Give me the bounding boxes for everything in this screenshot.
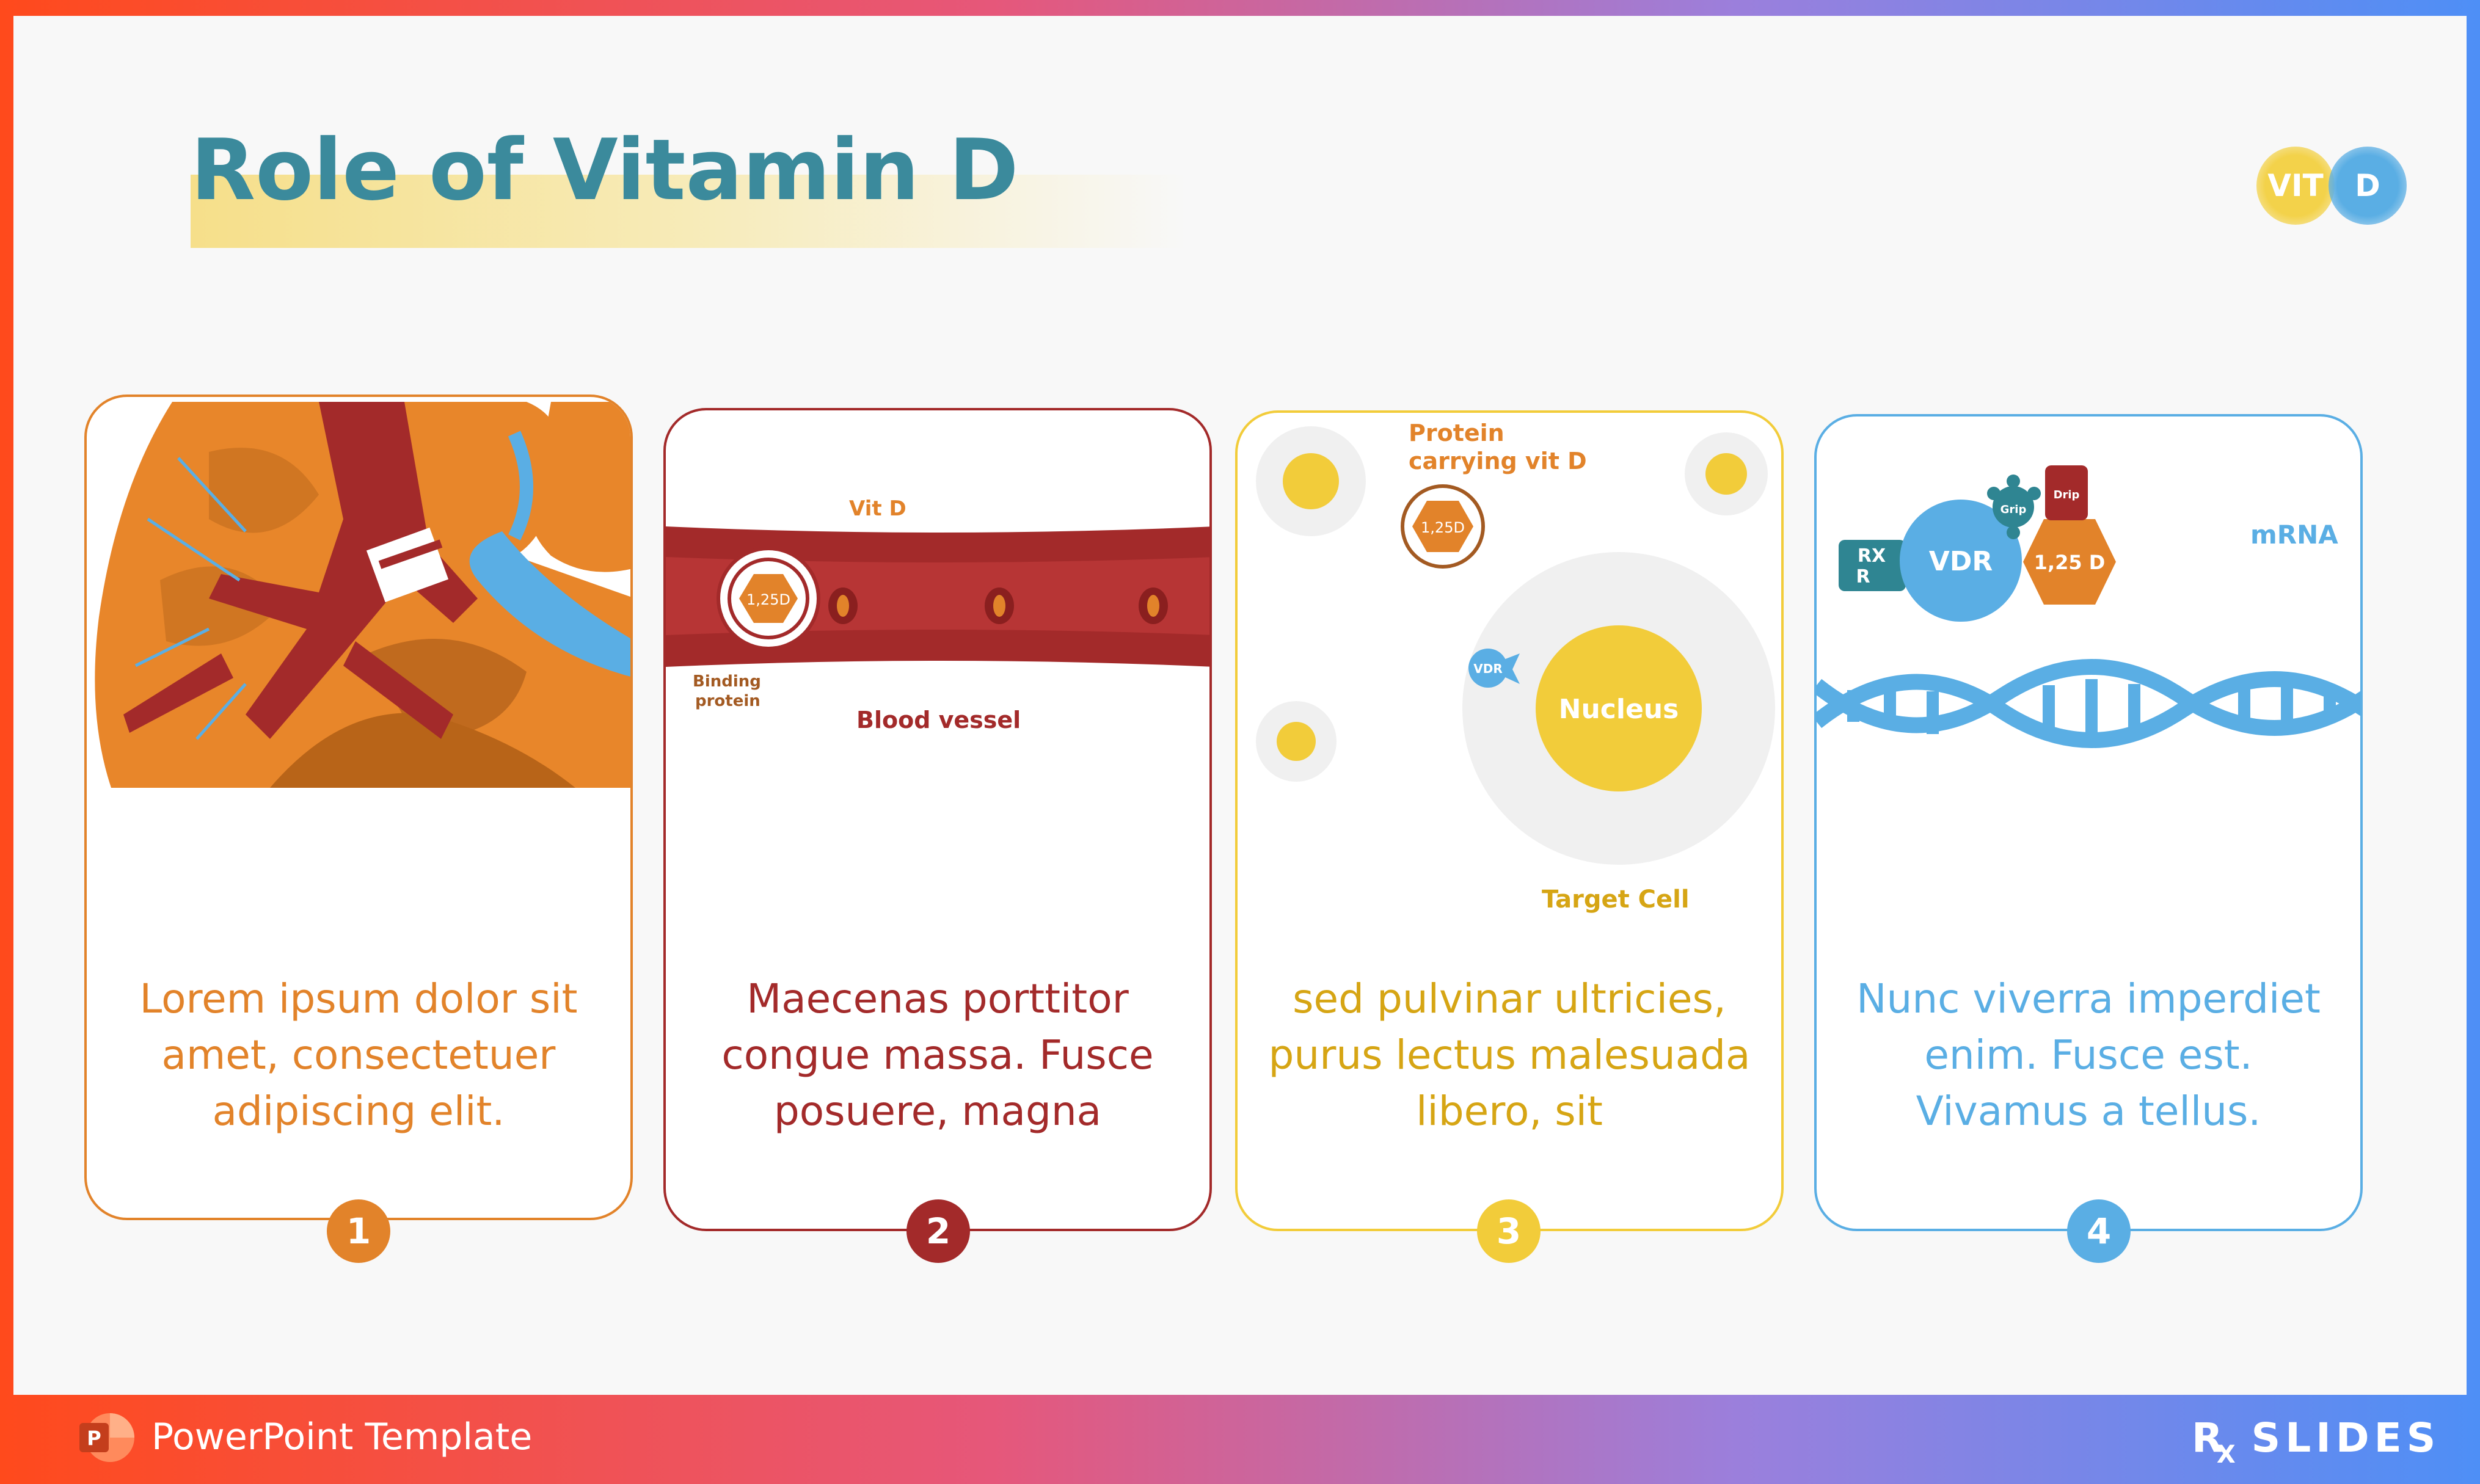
- step-badge-1: 1: [327, 1199, 390, 1263]
- vdr-label-3: VDR: [1473, 661, 1502, 676]
- card-2: Vit D 1,25D Binding protein Blood vessel…: [663, 408, 1212, 1231]
- grip-label: Grip: [2000, 503, 2027, 516]
- card-4-text: Nunc viverra imperdiet enim. Fusce est. …: [1856, 975, 2321, 1135]
- kidney-illustration: [95, 402, 630, 788]
- page-title: Role of Vitamin D: [191, 121, 1019, 219]
- binding-protein-label-1: Binding: [693, 672, 761, 691]
- footer-label: PowerPoint Template: [151, 1416, 533, 1458]
- step-badge-4: 4: [2067, 1199, 2131, 1263]
- step-badge-2: 2: [906, 1199, 970, 1263]
- blood-vessel-illustration: Vit D 1,25D Binding protein Blood vessel: [666, 496, 1209, 733]
- card-4: RX R VDR 1,25 D Grip Drip mRNA Nunc vive…: [1814, 414, 2363, 1231]
- title-highlight: [191, 175, 1187, 248]
- hex-label-125d-3: 1,25D: [1421, 519, 1465, 536]
- hex-label-125d: 1,25D: [746, 591, 790, 608]
- powerpoint-icon: P: [79, 1413, 134, 1462]
- nucleus-label: Nucleus: [1559, 694, 1679, 725]
- card-1: Lorem ipsum dolor sit amet, consectetuer…: [84, 395, 633, 1220]
- hex-label-125d-4: 1,25 D: [2034, 551, 2106, 574]
- card-3: Protein carrying vit D 1,25D Nucleus VDR…: [1235, 410, 1784, 1231]
- step-badge-3: 3: [1477, 1199, 1541, 1263]
- rxr-label-2: R: [1856, 566, 1870, 587]
- badge-d: D: [2329, 147, 2407, 225]
- vit-d-label: Vit D: [849, 496, 906, 521]
- protein-label-2: carrying vit D: [1409, 448, 1587, 475]
- badge-vit: VIT: [2256, 147, 2335, 225]
- card-2-text: Maecenas porttitor congue massa. Fusce p…: [721, 975, 1154, 1135]
- mrna-label: mRNA: [2250, 520, 2338, 550]
- dna-illustration: RX R VDR 1,25 D Grip Drip mRNA: [1817, 465, 2360, 748]
- rxr-label-1: RX: [1858, 545, 1886, 567]
- brand-x: X: [2216, 1441, 2241, 1469]
- vdr-label-4: VDR: [1929, 546, 1993, 577]
- blood-vessel-label: Blood vessel: [856, 707, 1021, 733]
- drip-label: Drip: [2054, 489, 2080, 501]
- brand-logo: RX SLIDES: [2192, 1414, 2441, 1469]
- brand-r: R: [2192, 1414, 2228, 1461]
- ppt-icon-letter: P: [87, 1427, 101, 1450]
- card-3-text: sed pulvinar ultricies, purus lectus mal…: [1268, 975, 1751, 1135]
- target-cell-illustration: Protein carrying vit D 1,25D Nucleus VDR…: [1256, 420, 1775, 914]
- target-cell-label: Target Cell: [1542, 886, 1690, 914]
- brand-slides: SLIDES: [2251, 1414, 2441, 1461]
- binding-protein-label-2: protein: [695, 692, 760, 710]
- card-1-text: Lorem ipsum dolor sit amet, consectetuer…: [139, 975, 578, 1135]
- protein-label-1: Protein: [1409, 420, 1504, 446]
